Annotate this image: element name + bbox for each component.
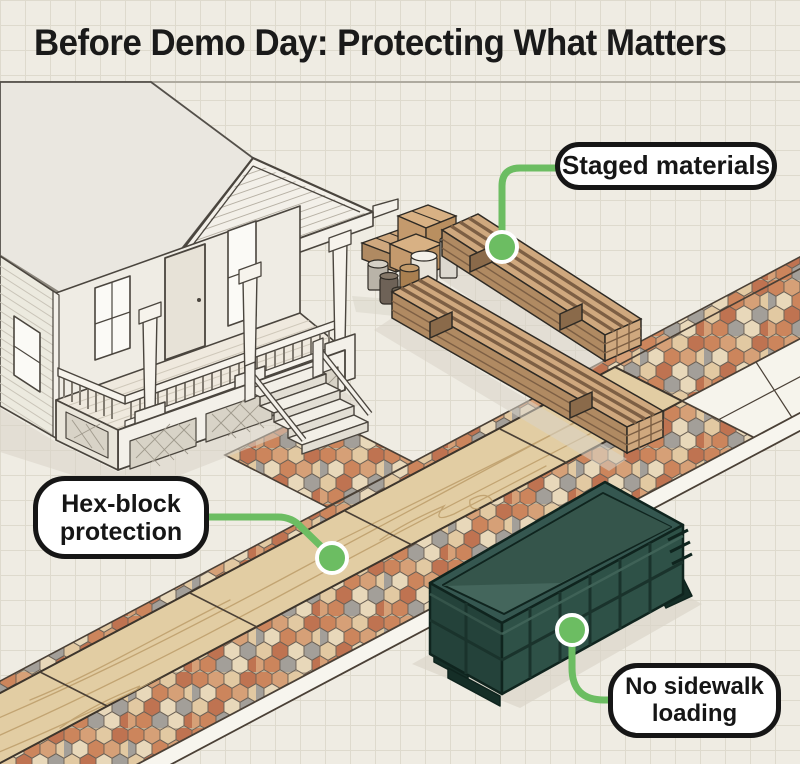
lumber-stack-2 bbox=[390, 275, 665, 455]
dumpster-hooks bbox=[667, 528, 693, 566]
connector-hex-block bbox=[204, 513, 335, 560]
connector-dot bbox=[315, 541, 349, 575]
callout-hex-block-protection: Hex-block protection bbox=[33, 476, 209, 559]
connector-staged-materials bbox=[498, 164, 559, 248]
connector-dot bbox=[555, 613, 589, 647]
roof-plane bbox=[0, 81, 254, 331]
callout-no-sidewalk-loading: No sidewalk loading bbox=[608, 663, 781, 738]
porch-steps bbox=[244, 337, 373, 455]
callout-staged-materials: Staged materials bbox=[555, 142, 777, 190]
stack-runner bbox=[429, 310, 453, 340]
callout-label-line1: No sidewalk bbox=[625, 672, 764, 700]
title-divider bbox=[0, 81, 800, 83]
driveway-apron bbox=[680, 337, 800, 439]
callout-label-line2: loading bbox=[651, 699, 738, 727]
step-handrail bbox=[244, 337, 373, 442]
front-door bbox=[164, 243, 206, 361]
house-illustration bbox=[0, 81, 399, 471]
connector-dot bbox=[485, 230, 519, 264]
left-wing-wall bbox=[0, 255, 60, 441]
callout-label-line1: Hex-block bbox=[61, 489, 181, 518]
page-title: Before Demo Day: Protecting What Matters bbox=[34, 22, 727, 63]
stack-runner bbox=[569, 390, 593, 420]
callout-label-line2: protection bbox=[59, 517, 183, 546]
dumpster-interior-shadow bbox=[443, 494, 671, 586]
connector-no-sidewalk bbox=[568, 628, 612, 704]
callout-label: Staged materials bbox=[561, 150, 771, 181]
dumpster-illustration bbox=[428, 480, 693, 707]
callout-connectors bbox=[204, 164, 612, 704]
plank-joints bbox=[39, 428, 568, 707]
stack-runner bbox=[559, 302, 583, 332]
